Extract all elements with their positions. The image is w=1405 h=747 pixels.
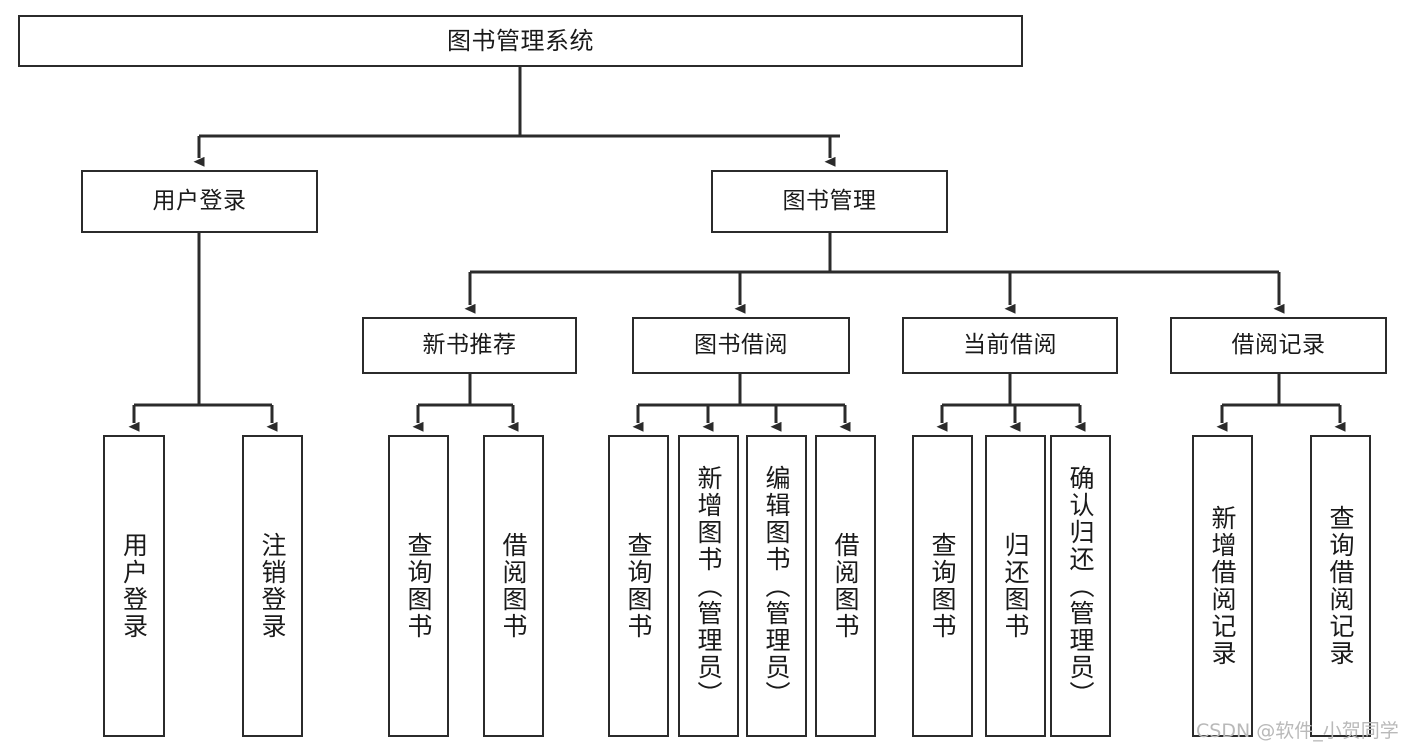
node-leaf-add-record[interactable]: 新增借阅记录 <box>1192 435 1253 737</box>
node-leaf-user-logout[interactable]: 注销登录 <box>242 435 303 737</box>
node-leaf-borrow-book[interactable]: 借阅图书 <box>815 435 876 737</box>
node-leaf-confirm-return-label: 确认归还（管理员） <box>1066 464 1095 708</box>
node-leaf-query-book-rec[interactable]: 查询图书 <box>388 435 449 737</box>
node-book-borrow-label: 图书借阅 <box>694 331 788 358</box>
node-root[interactable]: 图书管理系统 <box>18 15 1023 67</box>
node-leaf-add-book[interactable]: 新增图书（管理员） <box>678 435 739 737</box>
node-leaf-user-login-label: 用户登录 <box>119 532 149 640</box>
node-leaf-user-login[interactable]: 用户登录 <box>103 435 165 737</box>
node-leaf-add-book-label: 新增图书（管理员） <box>694 464 723 708</box>
node-leaf-query-record[interactable]: 查询借阅记录 <box>1310 435 1371 737</box>
node-leaf-query-book[interactable]: 查询图书 <box>608 435 669 737</box>
node-leaf-return-book-label: 归还图书 <box>1001 532 1030 640</box>
node-leaf-confirm-return[interactable]: 确认归还（管理员） <box>1050 435 1111 737</box>
node-book-borrow[interactable]: 图书借阅 <box>632 317 850 374</box>
node-book-manage-label: 图书管理 <box>782 187 877 214</box>
node-leaf-borrow-book-rec-label: 借阅图书 <box>499 532 528 640</box>
node-book-manage[interactable]: 图书管理 <box>711 170 948 233</box>
node-new-book-rec-label: 新书推荐 <box>422 331 517 358</box>
node-borrow-record-label: 借阅记录 <box>1231 331 1326 358</box>
node-leaf-return-book[interactable]: 归还图书 <box>985 435 1046 737</box>
node-leaf-edit-book-label: 编辑图书（管理员） <box>762 464 791 708</box>
node-user-login-label: 用户登录 <box>152 187 247 214</box>
node-leaf-query-book-rec-label: 查询图书 <box>404 532 433 640</box>
node-borrow-record[interactable]: 借阅记录 <box>1170 317 1387 374</box>
node-root-label: 图书管理系统 <box>447 26 594 55</box>
watermark-text: CSDN @软件_小贺同学 <box>1196 720 1399 742</box>
node-current-borrow-label: 当前借阅 <box>963 331 1057 358</box>
node-leaf-query-book-label: 查询图书 <box>624 532 653 640</box>
node-leaf-user-logout-label: 注销登录 <box>258 532 287 640</box>
node-leaf-query-record-label: 查询借阅记录 <box>1326 505 1355 667</box>
node-leaf-borrow-book-rec[interactable]: 借阅图书 <box>483 435 544 737</box>
node-leaf-borrow-book-label: 借阅图书 <box>831 532 860 640</box>
node-user-login[interactable]: 用户登录 <box>81 170 318 233</box>
node-leaf-query-book-cur-label: 查询图书 <box>928 532 957 640</box>
node-leaf-add-record-label: 新增借阅记录 <box>1208 505 1237 667</box>
node-current-borrow[interactable]: 当前借阅 <box>902 317 1118 374</box>
node-new-book-rec[interactable]: 新书推荐 <box>362 317 577 374</box>
node-leaf-query-book-cur[interactable]: 查询图书 <box>912 435 973 737</box>
node-leaf-edit-book[interactable]: 编辑图书（管理员） <box>746 435 807 737</box>
